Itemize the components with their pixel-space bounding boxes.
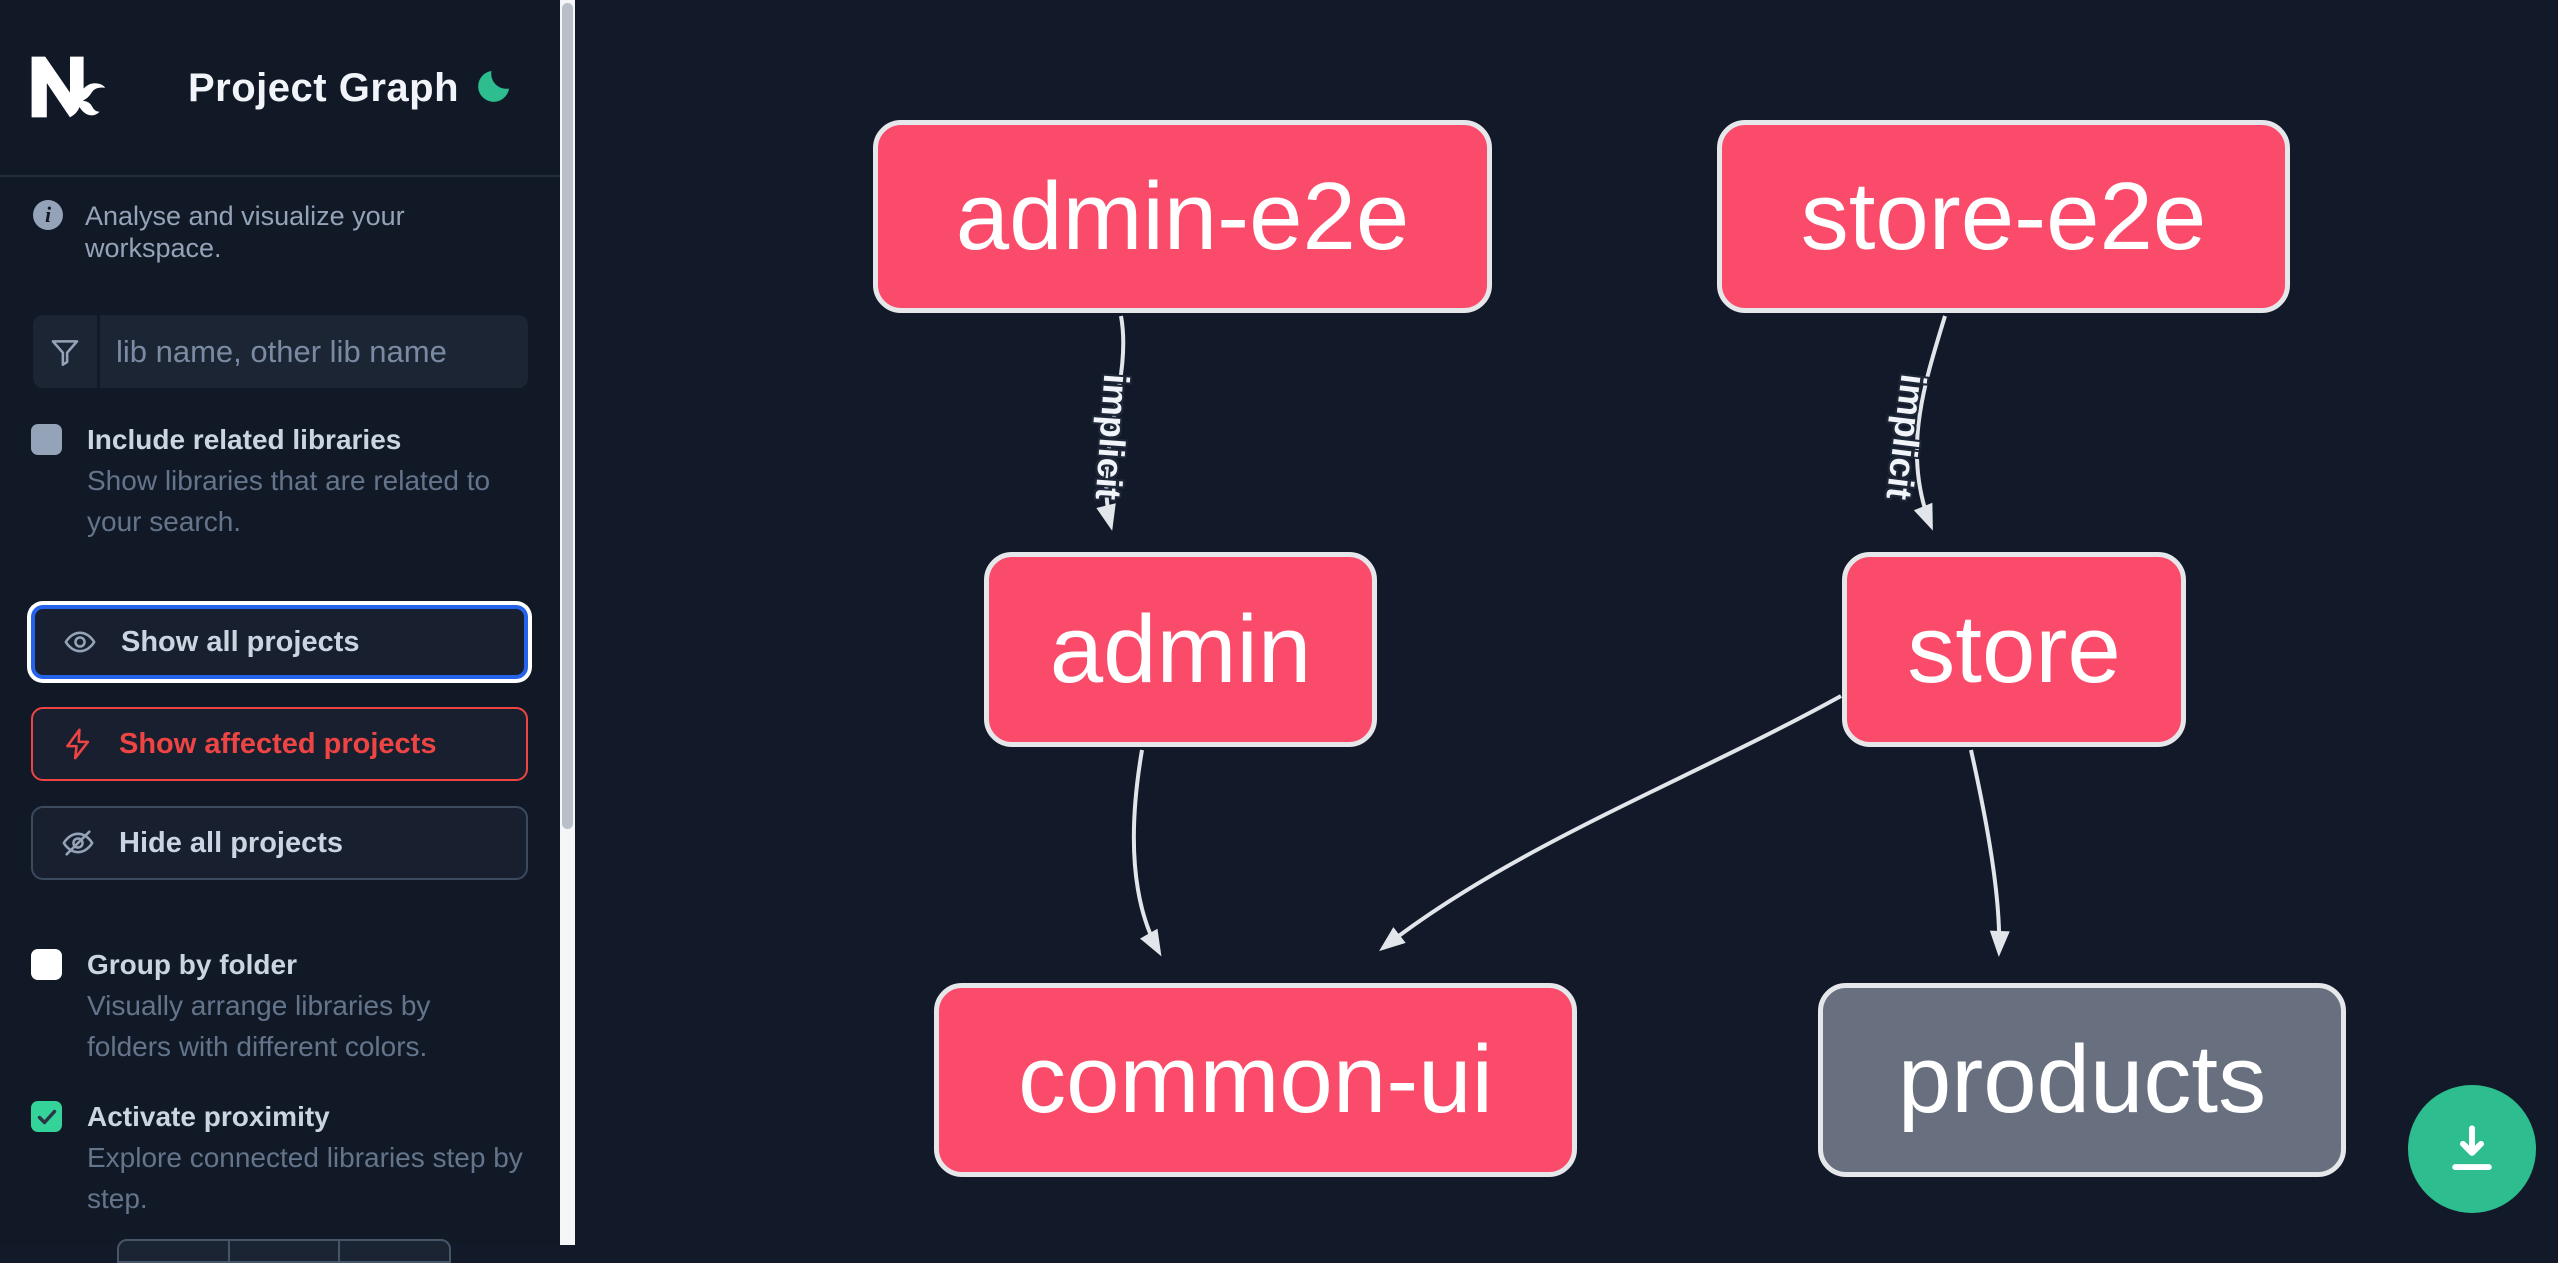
sidebar-scrollbar-thumb[interactable]	[562, 3, 573, 829]
graph-canvas[interactable]: implicit implicit admin-e2e store-e2e ad…	[575, 0, 2558, 1245]
search-box	[33, 315, 528, 388]
node-admin[interactable]: admin	[984, 552, 1377, 747]
show-all-projects-label: Show all projects	[121, 625, 360, 658]
download-image-button[interactable]	[2408, 1085, 2536, 1213]
checkbox-group-by-folder[interactable]	[31, 949, 62, 980]
edge-label-implicit: implicit	[1087, 372, 1138, 502]
nx-logo	[31, 56, 106, 118]
show-affected-projects-label: Show affected projects	[119, 727, 437, 760]
hide-all-projects-label: Hide all projects	[119, 826, 344, 859]
stepper-segment[interactable]	[230, 1241, 341, 1261]
proximity-stepper[interactable]	[117, 1239, 451, 1263]
option-activate-proximity: Activate proximity Explore connected lib…	[31, 1097, 531, 1219]
show-affected-projects-button[interactable]: Show affected projects	[31, 707, 528, 781]
dependency-edges	[1096, 315, 2010, 957]
eye-off-icon	[62, 830, 94, 856]
search-input[interactable]	[100, 315, 528, 388]
intro-row: i Analyse and visualize your workspace.	[33, 200, 533, 264]
edge-store-to-products	[1969, 749, 2010, 957]
option-description: Explore connected libraries step by step…	[87, 1142, 523, 1214]
checkbox-include-related[interactable]	[31, 424, 62, 455]
eye-icon	[64, 631, 96, 653]
page-title: Project Graph	[188, 66, 460, 110]
node-admin-e2e[interactable]: admin-e2e	[873, 120, 1492, 313]
download-icon	[2452, 1125, 2492, 1171]
sidebar-scrollbar-track[interactable]	[560, 0, 575, 1245]
info-icon: i	[33, 200, 63, 230]
option-label: Group by folder	[87, 949, 297, 980]
option-description: Visually arrange libraries by folders wi…	[87, 990, 431, 1062]
bolt-icon	[66, 728, 90, 760]
option-include-related: Include related libraries Show libraries…	[31, 420, 531, 542]
option-label: Activate proximity	[87, 1101, 330, 1132]
edge-store-e2e-to-store	[1913, 315, 1947, 531]
sidebar: Project Graph i Analyse and visualize yo…	[0, 0, 560, 1263]
edge-admin-to-common-ui	[1131, 749, 1162, 957]
edge-admin-e2e-to-admin	[1096, 315, 1126, 531]
option-label: Include related libraries	[87, 424, 402, 455]
option-group-by-folder: Group by folder Visually arrange librari…	[31, 945, 531, 1067]
node-store-e2e[interactable]: store-e2e	[1717, 120, 2290, 313]
check-icon	[37, 1109, 56, 1124]
node-store[interactable]: store	[1842, 552, 2186, 747]
theme-toggle-button[interactable]	[472, 66, 516, 106]
moon-icon	[478, 71, 509, 102]
option-description: Show libraries that are related to your …	[87, 465, 491, 537]
intro-text: Analyse and visualize your workspace.	[85, 201, 405, 263]
filter-funnel-icon	[33, 315, 100, 388]
edge-store-to-common-ui	[1379, 694, 1842, 952]
stepper-segment[interactable]	[340, 1241, 449, 1261]
node-products[interactable]: products	[1818, 983, 2346, 1177]
sidebar-header: Project Graph	[0, 0, 560, 177]
stepper-segment[interactable]	[119, 1241, 230, 1261]
hide-all-projects-button[interactable]: Hide all projects	[31, 806, 528, 880]
node-common-ui[interactable]: common-ui	[934, 983, 1577, 1177]
show-all-projects-button[interactable]: Show all projects	[31, 605, 528, 679]
checkbox-activate-proximity[interactable]	[31, 1101, 62, 1132]
